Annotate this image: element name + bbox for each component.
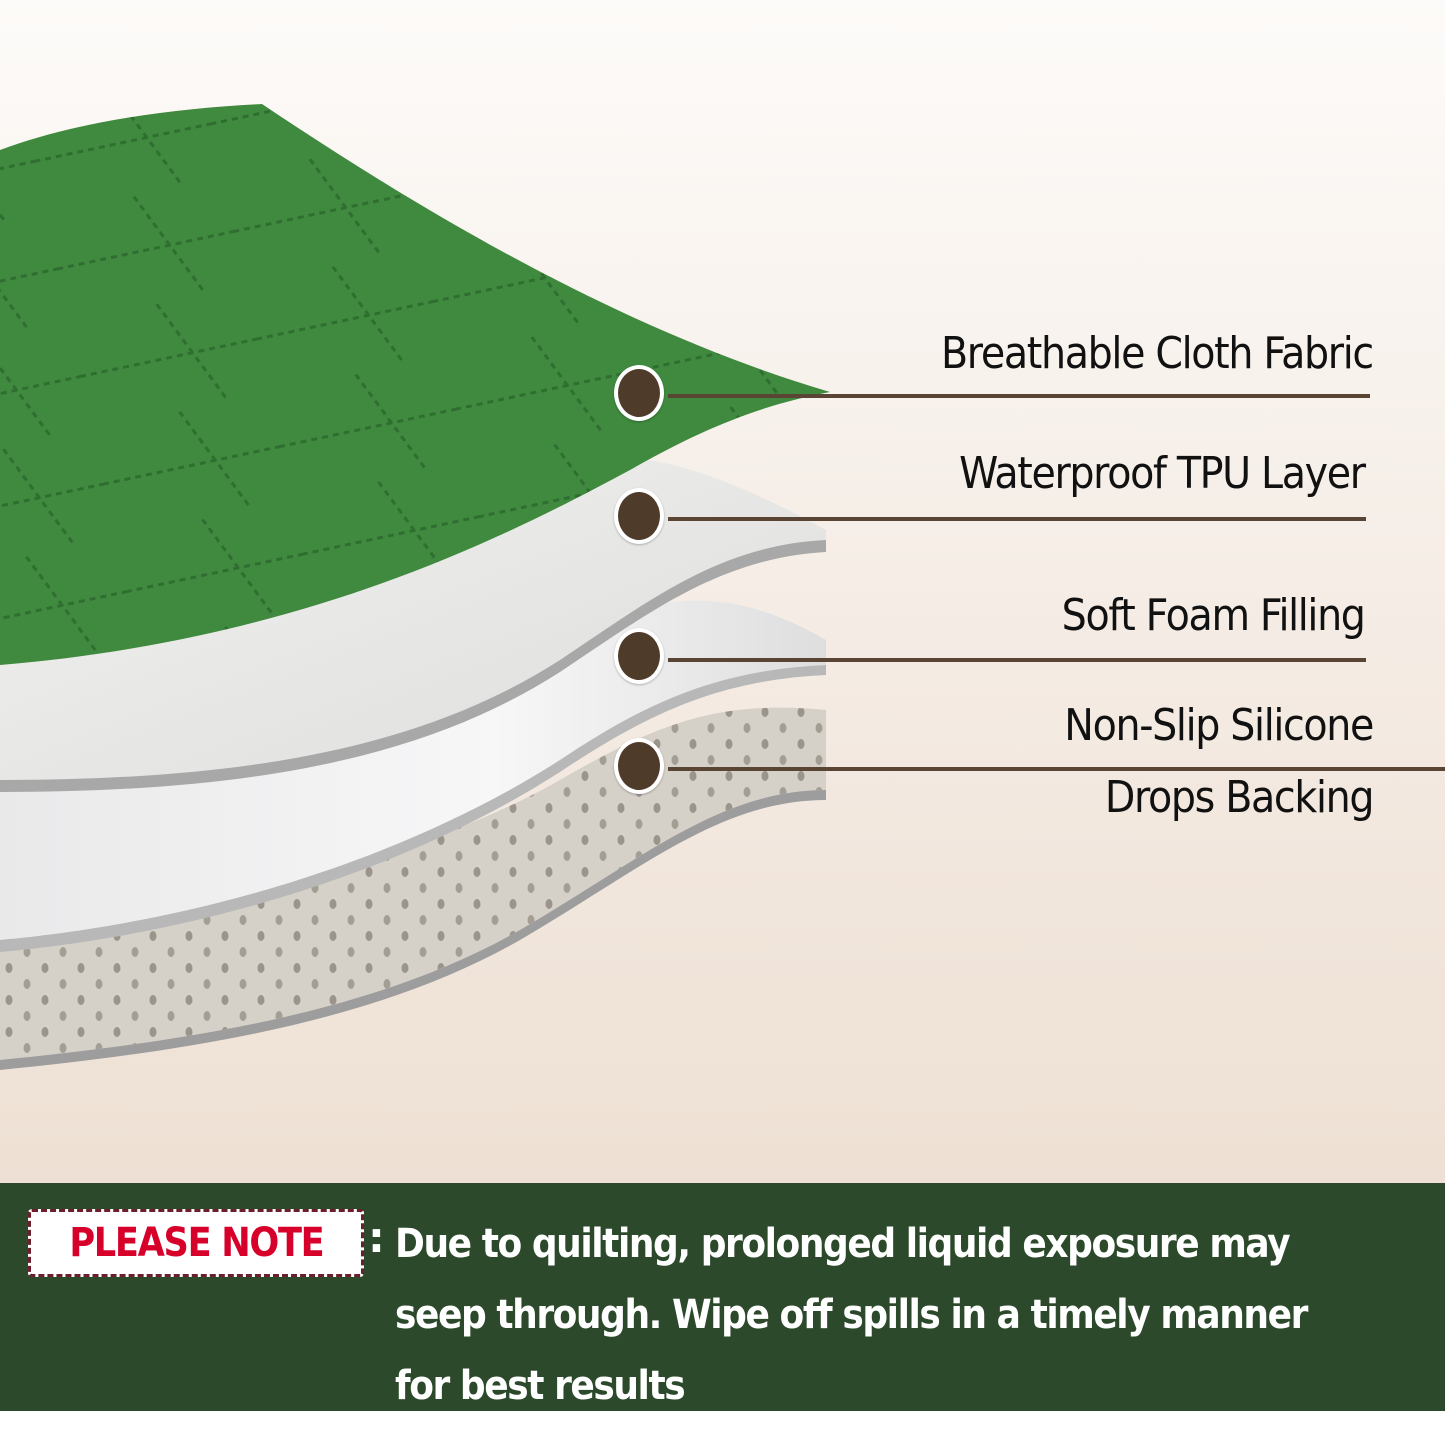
callout-dot-icon (614, 488, 664, 544)
callout-dot-icon (614, 365, 664, 421)
note-line-1: Due to quilting, prolonged liquid exposu… (395, 1221, 1291, 1267)
layer-label-tpu: Waterproof TPU Layer (959, 448, 1366, 499)
callout-line-backing (668, 767, 1445, 771)
pad-layers-illustration (0, 104, 830, 1070)
bottom-margin (0, 1411, 1445, 1445)
layer-label-backing-line1: Non-Slip Silicone (1064, 700, 1374, 751)
callout-line-fabric (668, 394, 1370, 398)
layer-label-foam: Soft Foam Filling (1062, 590, 1366, 641)
callout-line-tpu (668, 517, 1366, 521)
note-text: Due to quilting, prolonged liquid exposu… (395, 1209, 1435, 1422)
layer-label-backing-line2: Drops Backing (1104, 772, 1375, 823)
note-separator: : (368, 1213, 385, 1262)
note-line-2: seep through. Wipe off spills in a timel… (395, 1292, 1308, 1338)
callout-dot-icon (614, 628, 664, 684)
layer-diagram: Breathable Cloth Fabric Waterproof TPU L… (0, 104, 1445, 1070)
backing-layer (0, 707, 826, 1060)
please-note-badge: PLEASE NOTE (28, 1209, 364, 1277)
tpu-layer (0, 457, 826, 780)
please-note-label: PLEASE NOTE (68, 1220, 324, 1266)
callout-dot-icon (614, 738, 664, 794)
note-line-3: for best results (395, 1363, 686, 1409)
callout-line-foam (668, 658, 1366, 662)
fabric-layer (0, 104, 830, 665)
please-note-banner: PLEASE NOTE : Due to quilting, prolonged… (0, 1183, 1445, 1411)
layer-label-fabric: Breathable Cloth Fabric (941, 328, 1374, 379)
foam-layer (0, 600, 826, 940)
